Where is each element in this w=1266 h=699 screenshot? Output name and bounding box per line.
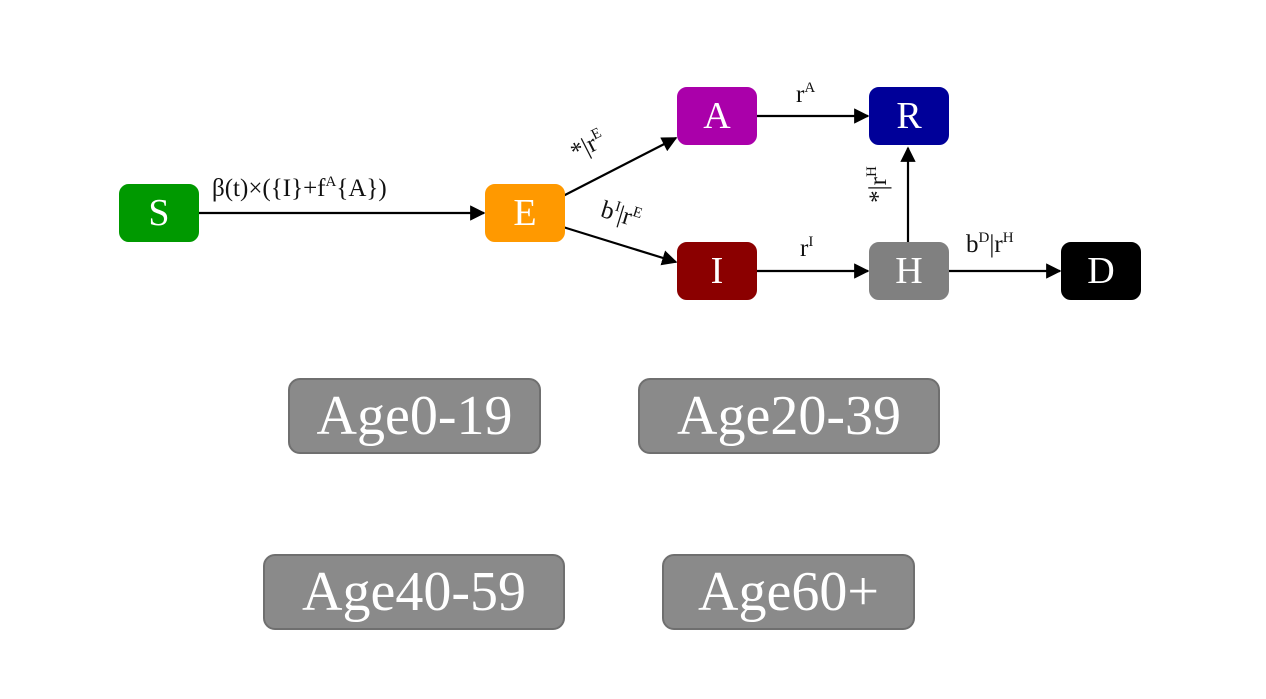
edge-e-a [562,137,678,197]
edge-label-h-d: bD|rH [966,230,1014,258]
age-group-20-39: Age20-39 [638,378,940,454]
node-s: S [119,184,199,242]
edge-label-s-e: β(t)×({I}+fA{A}) [212,174,387,202]
node-r: R [869,87,949,145]
edge-e-i [562,225,678,266]
edge-label-a-r: rA [796,80,816,108]
node-i: I [677,242,757,300]
edge-label-i-h: rI [800,234,814,262]
node-h: H [869,242,949,300]
age-group-40-59: Age40-59 [263,554,565,630]
node-d: D [1061,242,1141,300]
edge-label-h-r: *|rH [863,166,892,203]
node-a: A [677,87,757,145]
age-group-0-19: Age0-19 [288,378,541,454]
node-e: E [485,184,565,242]
age-group-60-plus: Age60+ [662,554,915,630]
